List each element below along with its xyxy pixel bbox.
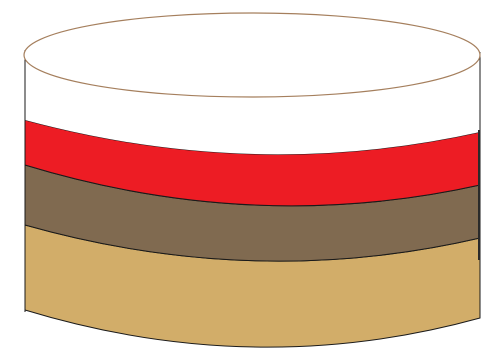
- top-face: [24, 13, 480, 97]
